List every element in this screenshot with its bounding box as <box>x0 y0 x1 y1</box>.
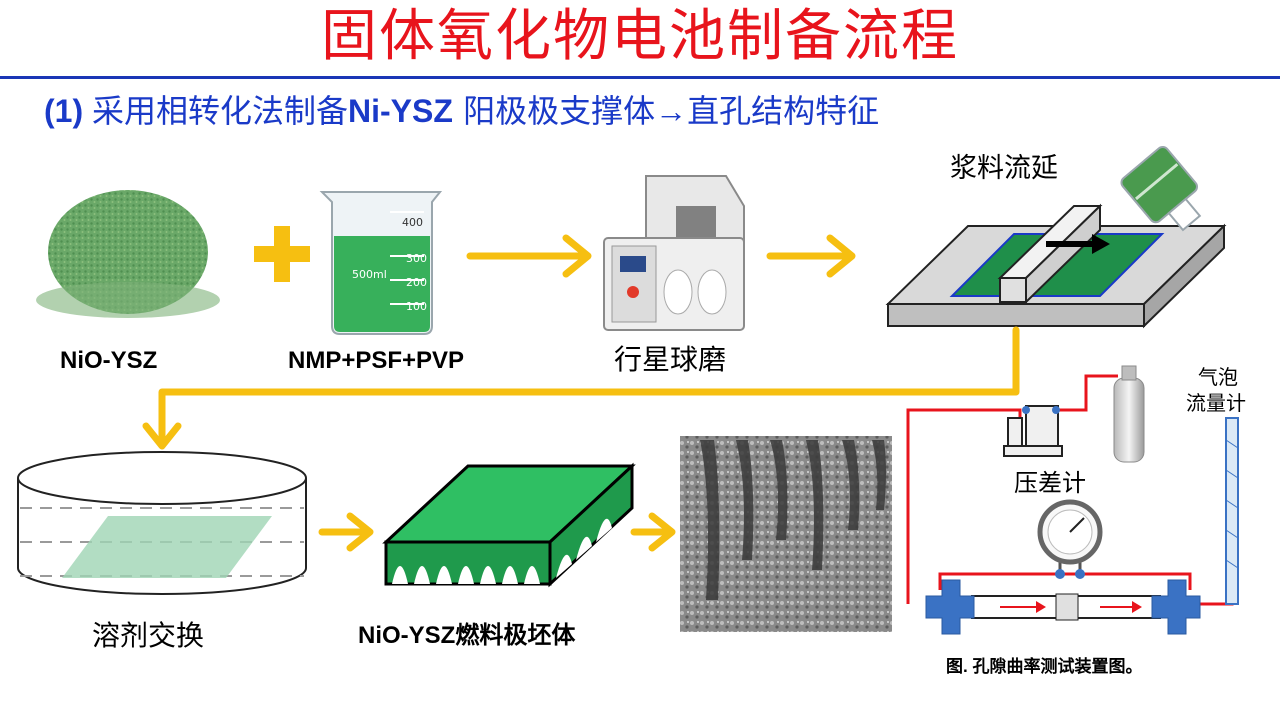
plus-icon <box>254 226 310 282</box>
figure-caption: 图. 孔隙曲率测试装置图。 <box>946 657 1143 676</box>
arrow-right-icon <box>766 234 856 278</box>
label-solvent-exchange: 溶剂交换 <box>92 619 205 652</box>
beaker-mark: 300 <box>406 252 427 265</box>
beaker-mark: 200 <box>406 276 427 289</box>
subtitle-bold: Ni-YSZ <box>348 93 453 129</box>
subtitle-text2: 阳极极支撑体 <box>452 92 656 130</box>
beaker-mark: 100 <box>406 300 427 313</box>
green-body-image <box>382 462 636 588</box>
tape-casting-image <box>885 146 1227 329</box>
label-green-body: NiO-YSZ燃料极坯体 <box>358 622 576 649</box>
solvent-bath-image <box>17 451 307 595</box>
subtitle-prefix: (1) <box>44 93 92 129</box>
tortuosity-apparatus <box>906 365 1239 635</box>
arrow-right-icon <box>466 234 592 278</box>
label-nmp-psf-pvp: NMP+PSF+PVP <box>288 347 465 374</box>
label-slurry-casting: 浆料流延 <box>950 153 1058 184</box>
page-title: 固体氧化物电池制备流程 <box>321 4 959 69</box>
return-arrow-icon <box>142 326 1020 450</box>
subtitle-text1: 采用相转化法制备 <box>92 92 349 130</box>
label-ball-milling: 行星球磨 <box>614 343 727 376</box>
subtitle: (1) 采用相转化法制备Ni-YSZ 阳极极支撑体→直孔结构特征 <box>44 88 879 134</box>
subtitle-text3: 直孔结构特征 <box>687 92 880 130</box>
arrow-right-icon <box>630 512 676 552</box>
powder-image <box>36 190 220 318</box>
label-bubble-line1: 气泡 <box>1198 365 1238 389</box>
subtitle-arrow: → <box>655 93 688 129</box>
arrow-right-icon <box>318 512 374 552</box>
ball-mill-image <box>603 175 745 331</box>
beaker-mark: 500ml <box>352 268 387 281</box>
label-bubble-line2: 流量计 <box>1186 391 1246 415</box>
beaker-image: 400 300 200 500ml 100 <box>319 191 443 335</box>
label-pressure-gauge: 压差计 <box>1014 469 1086 497</box>
sem-micrograph-image <box>680 436 892 632</box>
beaker-mark: 400 <box>402 216 423 229</box>
label-nio-ysz: NiO-YSZ <box>60 347 158 374</box>
title-divider <box>0 76 1280 79</box>
